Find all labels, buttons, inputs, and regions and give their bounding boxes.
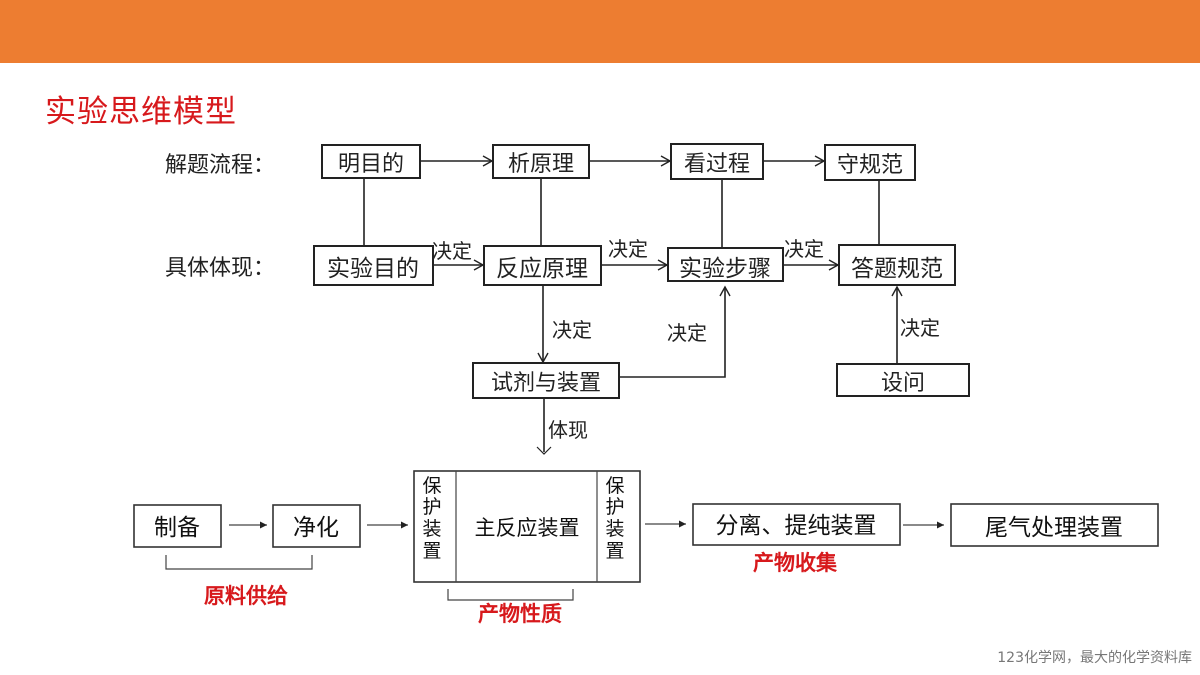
step-label: 守规范 (837, 153, 903, 178)
step-box-analyze-principle: 析原理 (492, 144, 590, 179)
question-box: 设问 (836, 363, 970, 397)
footer-watermark: 123化学网，最大的化学资料库 (997, 650, 1192, 666)
header-bar (0, 0, 1200, 63)
edge-label: 决定 (900, 316, 940, 340)
reagents-box: 试剂与装置 (472, 362, 620, 399)
step-box-clarify-goal: 明目的 (321, 144, 421, 179)
detail-box-reaction-principle: 反应原理 (483, 245, 602, 286)
box-label: 制备 (154, 515, 200, 541)
bracket (447, 589, 574, 601)
edge-label: 体现 (548, 418, 588, 442)
protect-device-right: 保 护 装 置 (605, 475, 624, 562)
detail-box-experiment-steps: 实验步骤 (667, 247, 784, 282)
question-label: 设问 (881, 371, 925, 396)
group-label-raw-supply: 原料供给 (204, 583, 288, 608)
arrow (619, 285, 731, 378)
svg-text:护: 护 (605, 496, 624, 518)
svg-text:保: 保 (605, 475, 624, 497)
row2-label: 具体体现： (165, 256, 275, 281)
step-label: 析原理 (508, 152, 574, 177)
svg-text:装: 装 (605, 518, 624, 540)
edge-label: 决定 (432, 239, 472, 263)
detail-box-experiment-purpose: 实验目的 (313, 245, 434, 286)
edge-label: 决定 (552, 318, 592, 342)
box-tail-gas: 尾气处理装置 (950, 503, 1159, 547)
detail-label: 反应原理 (496, 256, 588, 282)
main-reaction-label: 主反应装置 (475, 516, 580, 540)
page-title: 实验思维模型 (45, 94, 237, 130)
edge-label: 决定 (784, 237, 824, 261)
protect-device-left: 保 护 装 置 (422, 475, 441, 562)
row1-label: 解题流程： (165, 153, 275, 178)
box-preparation: 制备 (133, 504, 222, 548)
svg-text:置: 置 (422, 540, 441, 562)
svg-text:装: 装 (422, 518, 441, 540)
edge-label: 决定 (667, 321, 707, 345)
bracket (165, 555, 313, 570)
detail-label: 答题规范 (851, 256, 943, 282)
box-purification: 净化 (272, 504, 361, 548)
reagents-label: 试剂与装置 (491, 371, 601, 396)
detail-label: 实验步骤 (679, 256, 771, 282)
step-box-follow-norms: 守规范 (824, 144, 916, 181)
svg-text:护: 护 (422, 496, 441, 518)
group-label-product-collect: 产物收集 (753, 550, 838, 575)
step-label: 明目的 (338, 152, 404, 177)
box-separation-purification: 分离、提纯装置 (692, 503, 901, 546)
step-label: 看过程 (684, 152, 750, 177)
svg-text:置: 置 (605, 540, 624, 562)
detail-box-answer-norms: 答题规范 (838, 244, 956, 286)
box-label: 分离、提纯装置 (716, 513, 877, 539)
group-label-product-property: 产物性质 (478, 601, 562, 626)
detail-label: 实验目的 (327, 256, 419, 282)
reaction-apparatus-group: 保 护 装 置 主反应装置 保 护 装 置 (413, 470, 641, 583)
box-label: 尾气处理装置 (985, 515, 1123, 541)
step-box-observe-process: 看过程 (670, 143, 764, 180)
box-label: 净化 (293, 515, 339, 541)
svg-text:保: 保 (422, 475, 441, 497)
edge-label: 决定 (608, 237, 648, 261)
